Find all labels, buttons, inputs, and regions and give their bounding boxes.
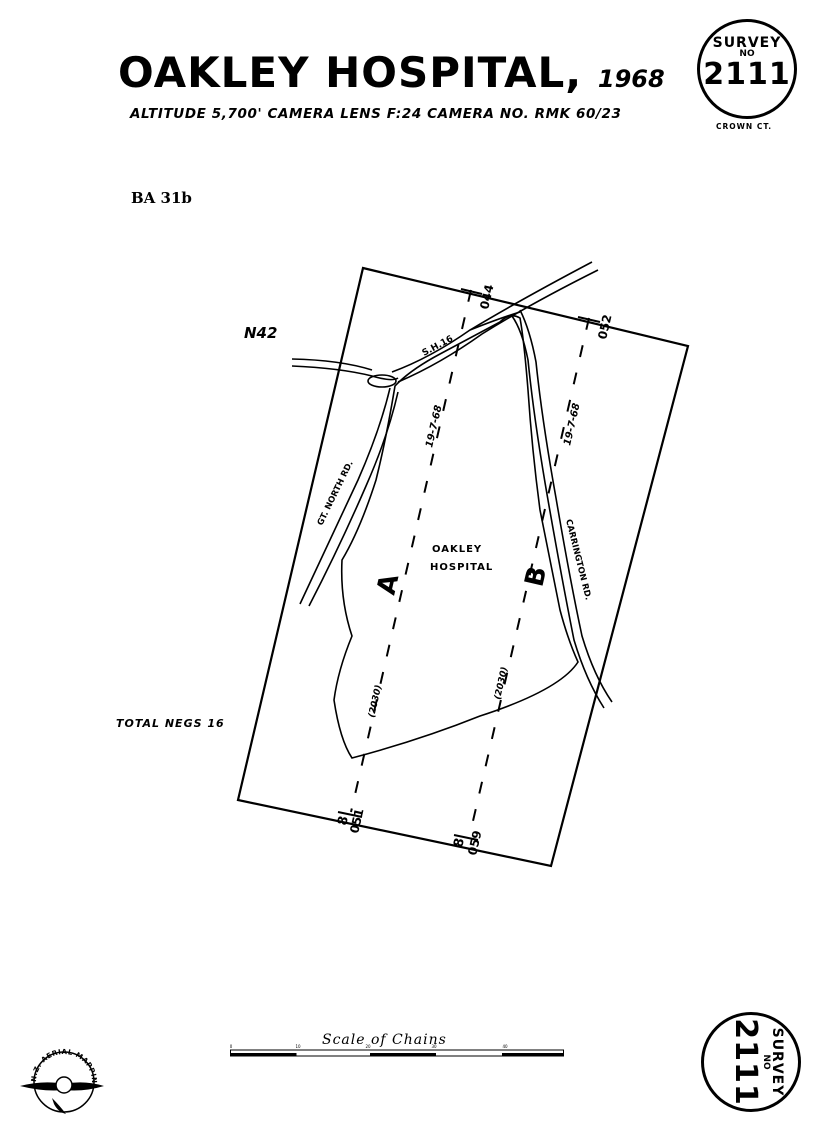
map-title: OAKLEY HOSPITAL, 1968 [118,48,665,97]
logo-camera-icon [55,1076,73,1094]
run-a-end-number: 044 [477,283,496,311]
run-b-start-number: 059 [465,829,484,857]
flight-line-b [469,317,590,835]
scale-bar-segment [502,1053,563,1056]
run-b-bottom-tick [453,834,479,841]
scale-tick: 30 [431,1044,437,1049]
gt-north-label: GT. NORTH RD. [316,459,356,527]
total-negs-label: TOTAL NEGS 16 [116,717,225,730]
sh16-road [391,261,599,383]
title-year: 1968 [597,65,665,93]
run-a-start-number: 051 [347,807,366,835]
badge-number: 2111 [703,57,791,92]
scale-tick: 40 [502,1044,508,1049]
site-label-line1: OAKLEY [432,544,482,555]
run-a-name: A [372,571,406,597]
scale-label: Scale of Chains [322,1032,447,1048]
roundabout [367,374,397,388]
run-a-height: (2030) [367,684,384,719]
badge-no-word: NO [739,49,755,59]
logo-text: N.Z. AERIAL MAPPING LTD [14,1040,98,1084]
coverage-boundary [236,266,690,868]
run-b-name: B [520,564,554,590]
run-b-start-prefix: 8 [451,837,468,849]
run-a-top-tick [460,288,483,295]
title-text: OAKLEY HOSPITAL [118,48,566,97]
scale-bar-segment [230,1053,297,1056]
logo-text-path: N.Z. AERIAL MAPPING LTD [14,1040,98,1084]
reference-code: BA 31b [131,189,192,207]
scale-bar-segment [370,1053,436,1056]
run-b-top-tick [577,316,601,323]
run-b-height: (2030) [493,666,510,701]
survey-badge-top: SURVEY NO 2111 [697,19,797,119]
hospital-grounds-outline [333,314,579,759]
run-b-date: 19-7-68 [562,402,582,447]
run-a-bottom-tick [337,811,363,818]
carrington-road [511,309,613,709]
scale-tick: 0 [229,1044,233,1049]
aerial-mapping-logo: N.Z. AERIAL MAPPING LTD [14,1040,104,1114]
badge-survey-word: SURVEY [712,35,782,51]
run-a-start-prefix: 8 [335,815,352,827]
scale-tick: 20 [365,1044,371,1049]
run-b-end-number: 052 [595,313,614,341]
flight-details: ALTITUDE 5,700' CAMERA LENS F:24 CAMERA … [130,106,622,122]
gt-north-road [291,358,399,607]
run-a-date: 19-7-68 [424,404,444,449]
crown-copyright: CROWN CT. [716,122,773,131]
sheet-label: N42 [244,324,277,342]
scale-bar [230,1049,564,1057]
logo-map-icon [52,1098,66,1114]
site-label-line2: HOSPITAL [430,562,493,573]
scale-tick: 10 [295,1044,301,1049]
flight-line-a [350,289,472,813]
